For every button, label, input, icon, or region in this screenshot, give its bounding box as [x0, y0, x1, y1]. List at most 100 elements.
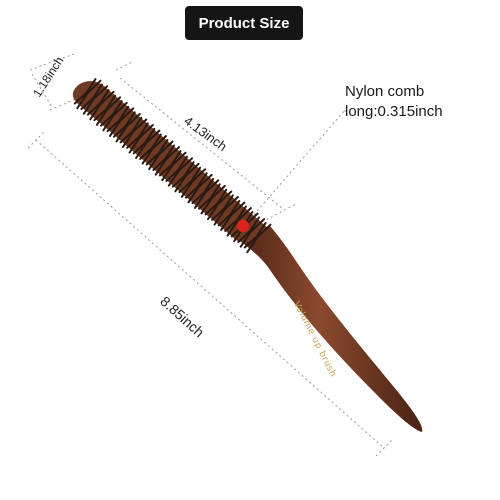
bristle: [144, 127, 156, 144]
bristle: [141, 147, 154, 165]
bristle: [203, 177, 215, 194]
bristle: [190, 166, 202, 183]
bristle: [178, 180, 193, 194]
bristle: [151, 135, 167, 150]
bristle: [138, 122, 149, 138]
bristle: [85, 78, 97, 94]
bristle: [80, 97, 95, 110]
bristle: [119, 130, 134, 144]
bristle: [236, 207, 252, 222]
bristle: [139, 147, 154, 160]
bristle: [196, 172, 208, 188]
bristle: [99, 90, 115, 106]
bristle: [109, 119, 122, 137]
bristle: [165, 169, 180, 182]
bristle: [187, 186, 200, 204]
bristle: [239, 230, 252, 248]
bristle: [164, 144, 175, 160]
bristle: [204, 179, 220, 194]
brush-handle: [236, 226, 423, 432]
bristle: [98, 89, 110, 105]
bristle: [211, 207, 225, 221]
bristle: [249, 216, 260, 232]
bristle: [180, 180, 193, 198]
bristle: [224, 219, 239, 232]
bristle: [226, 219, 239, 237]
bristle: [161, 164, 174, 182]
bristle: [126, 135, 140, 149]
bristle: [210, 185, 226, 200]
bristle: [105, 94, 117, 111]
bristle: [171, 174, 186, 188]
bristle: [112, 101, 128, 117]
bristle: [243, 235, 258, 249]
nylon-comb-title: Nylon comb: [345, 83, 425, 100]
bristle: [171, 151, 187, 167]
bristle: [145, 129, 161, 144]
bristle: [119, 107, 135, 122]
bristle: [122, 130, 135, 148]
nylon-comb-length: long:0.315inch: [345, 103, 443, 120]
bristle: [197, 173, 213, 189]
bristle: [132, 141, 147, 155]
bristle: [174, 175, 187, 193]
bristle: [95, 108, 108, 126]
bristle: [185, 185, 199, 199]
bristle: [92, 83, 103, 100]
bristle: [223, 194, 234, 210]
bristle: [209, 183, 221, 199]
bristle: [167, 169, 180, 187]
bristle: [229, 199, 241, 216]
bristle: [194, 191, 207, 209]
bristle: [102, 114, 115, 132]
bristle: [138, 124, 154, 139]
bristle: [204, 202, 219, 216]
bristle: [111, 100, 123, 116]
bristle: [151, 133, 162, 149]
bristle: [76, 92, 89, 110]
bristle: [131, 116, 143, 133]
bristle: [135, 142, 148, 159]
bristle: [164, 146, 180, 161]
bristle: [148, 153, 161, 171]
bristle: [154, 158, 167, 176]
bristle: [256, 223, 272, 239]
bristle: [132, 118, 148, 133]
bristle: [124, 111, 136, 127]
bristle: [200, 197, 213, 215]
bristle: [89, 103, 102, 121]
bristle: [237, 230, 252, 243]
bristle: [73, 91, 88, 105]
dimension-guides: [27, 53, 393, 457]
bristle: [223, 196, 239, 211]
bristle: [249, 218, 265, 233]
bristle-cluster: [73, 78, 272, 254]
bristle: [198, 196, 212, 210]
bristle: [86, 102, 101, 116]
bristle: [213, 208, 226, 226]
bristle: [125, 113, 141, 128]
bristle: [216, 188, 228, 205]
bristle: [184, 162, 200, 178]
bristle: [152, 158, 167, 171]
bristle: [106, 96, 122, 111]
bristle: [177, 157, 194, 172]
bristle: [92, 85, 109, 100]
bristle: [207, 202, 220, 220]
bristle: [93, 108, 108, 122]
bristle: [246, 236, 259, 254]
bristle: [100, 113, 114, 127]
bristle: [177, 155, 188, 172]
bristle: [113, 124, 127, 138]
bristle: [115, 125, 128, 143]
bristle: [157, 139, 169, 155]
bristle: [191, 191, 206, 205]
bristle: [118, 105, 130, 122]
bristle: [82, 97, 95, 115]
bristle: [170, 150, 182, 166]
bristle: [191, 168, 207, 183]
bristle: [158, 140, 174, 156]
bristle: [230, 201, 246, 216]
product-size-badge: Product Size: [185, 6, 303, 40]
bristle: [106, 119, 121, 133]
